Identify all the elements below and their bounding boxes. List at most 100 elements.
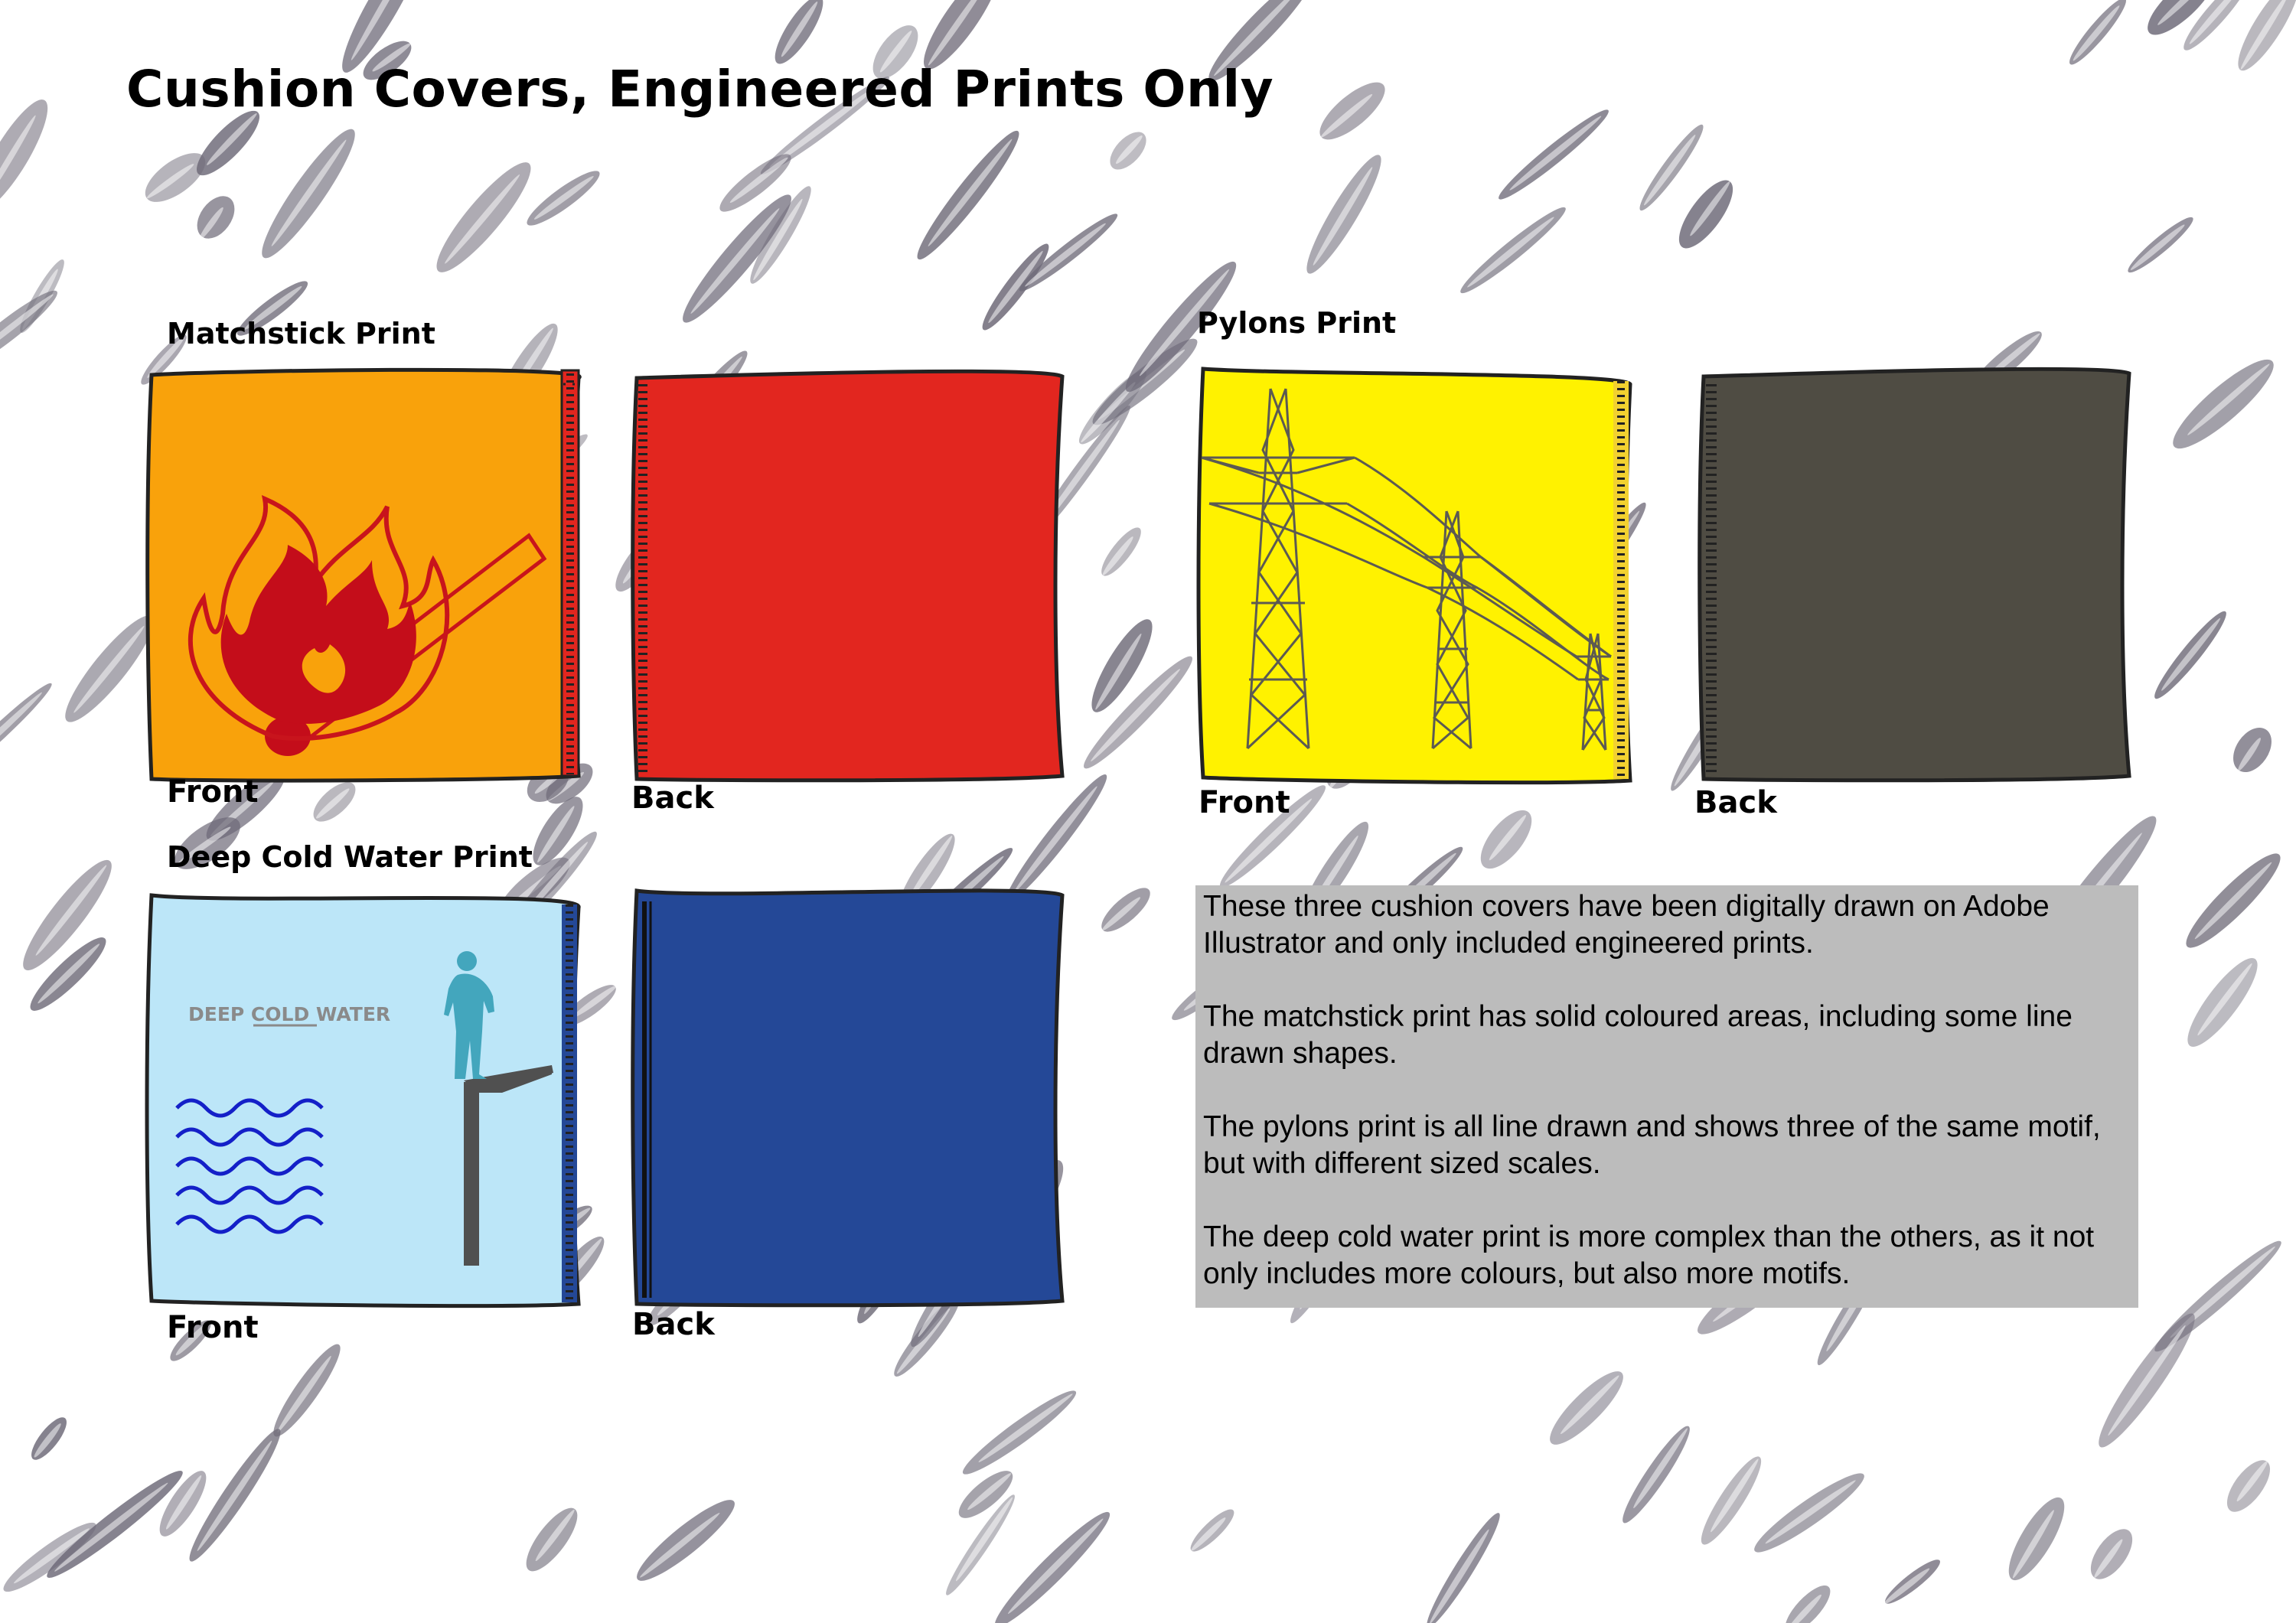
crayon-stroke <box>0 99 48 211</box>
crayon-stroke <box>170 1320 211 1361</box>
crayon-stroke <box>1678 180 1733 249</box>
crayon-stroke <box>1623 1426 1690 1524</box>
crayon-stroke <box>1480 810 1532 869</box>
crayon-stroke <box>2233 727 2272 773</box>
matchstick-print-heading: Matchstick Print <box>167 317 435 350</box>
description-paragraph: The pylons print is all line drawn and s… <box>1203 1110 2101 1180</box>
crayon-stroke <box>946 1494 1015 1595</box>
crayon-stroke <box>1460 207 1566 294</box>
crayon-stroke <box>923 0 1000 70</box>
crayon-stroke <box>683 194 791 323</box>
crayon-stroke <box>958 1471 1013 1518</box>
deep-cold-water-front-label: Front <box>167 1310 259 1345</box>
pylons-front-label: Front <box>1199 785 1290 820</box>
page-title: Cushion Covers, Engineered Prints Only <box>126 60 1274 119</box>
crayon-stroke <box>2008 1497 2065 1581</box>
crayon-stroke <box>2090 1529 2133 1579</box>
crayon-stroke <box>3 1522 96 1592</box>
crayon-stroke <box>1499 109 1609 200</box>
crayon-stroke <box>1125 261 1237 393</box>
matchstick-front-label: Front <box>167 774 259 810</box>
crayon-stroke <box>141 334 187 385</box>
crayon-stroke <box>145 153 206 202</box>
pylons-back-label: Back <box>1694 785 1777 820</box>
description-panel: These three cushion covers have been dig… <box>1195 885 2138 1308</box>
crayon-stroke <box>1208 0 1314 81</box>
crayon-stroke <box>65 615 154 722</box>
crayon-stroke <box>917 130 1019 260</box>
crayon-stroke <box>0 290 57 371</box>
crayon-stroke <box>760 77 890 174</box>
crayon-stroke <box>1101 888 1150 932</box>
crayon-stroke <box>1701 1456 1762 1545</box>
crayon-stroke <box>2186 853 2281 948</box>
pylons-back-cushion <box>1698 367 2131 783</box>
crayon-stroke <box>236 281 308 336</box>
crayon-stroke <box>1319 82 1385 140</box>
crayon-stroke <box>1005 774 1107 903</box>
crayon-stroke <box>2099 1313 2195 1448</box>
crayon-stroke <box>2069 0 2126 65</box>
crayon-stroke <box>533 797 583 865</box>
deep-cold-water-back-label: Back <box>632 1307 715 1342</box>
crayon-stroke <box>1550 1371 1623 1445</box>
crayon-stroke <box>2187 958 2258 1047</box>
standing-person-icon <box>444 951 494 1079</box>
crayon-stroke <box>159 1471 207 1537</box>
crayon-stroke <box>363 41 412 80</box>
crayon-stroke <box>30 937 106 1011</box>
crayon-stroke <box>23 859 112 971</box>
matchstick-front-cushion <box>145 367 582 783</box>
description-paragraph: The matchstick print has solid coloured … <box>1203 1000 2073 1070</box>
crayon-stroke <box>2148 0 2215 35</box>
crayon-stroke <box>342 0 425 73</box>
deep-cold-water-print-heading: Deep Cold Water Print <box>167 840 533 874</box>
crayon-stroke <box>527 171 600 226</box>
crayon-stroke <box>982 243 1049 331</box>
crayon-stroke <box>1019 213 1118 292</box>
crayon-stroke <box>775 0 823 64</box>
crayon-stroke <box>1219 785 1326 888</box>
description-paragraph: These three cushion covers have been dig… <box>1203 890 2050 960</box>
pylons-print-heading: Pylons Print <box>1197 306 1397 340</box>
crayon-stroke <box>526 1507 578 1572</box>
crayon-stroke <box>436 162 531 272</box>
deep-cold-water-motif-text: DEEP COLD WATER <box>188 1003 390 1025</box>
crayon-stroke <box>1091 619 1153 712</box>
deep-cold-water-back-cushion <box>631 888 1065 1308</box>
matchstick-back-label: Back <box>631 781 714 816</box>
crayon-stroke <box>1110 132 1146 170</box>
crayon-stroke <box>1306 155 1381 274</box>
crayon-stroke <box>262 129 355 259</box>
crayon-stroke <box>1754 1473 1864 1553</box>
crayon-stroke <box>1084 656 1192 769</box>
pylon-icon-medium <box>1424 510 1481 750</box>
flame-icon <box>188 494 450 741</box>
crayon-stroke <box>1639 124 1704 211</box>
crayon-stroke <box>872 25 918 79</box>
crayon-stroke <box>313 782 356 822</box>
crayon-stroke <box>2128 217 2193 273</box>
crayon-stroke <box>197 196 235 240</box>
crayon-stroke <box>2238 0 2296 71</box>
waves-icon <box>175 1098 324 1234</box>
crayon-stroke <box>1101 527 1141 576</box>
crayon-stroke <box>719 154 791 212</box>
pylon-icon-small <box>1577 633 1611 751</box>
deep-cold-water-front-cushion: DEEP COLD WATER <box>145 893 581 1309</box>
crayon-stroke <box>962 1390 1077 1475</box>
crayon-stroke <box>1883 1559 1940 1605</box>
crayon-stroke <box>994 1511 1110 1623</box>
diving-board-icon <box>464 1065 553 1266</box>
crayon-stroke <box>750 186 811 284</box>
crayon-stroke <box>1190 1509 1234 1552</box>
crayon-stroke <box>189 1429 281 1562</box>
pylons-front-cushion <box>1196 367 1632 785</box>
crayon-stroke <box>2226 1460 2271 1512</box>
crayon-stroke <box>2154 611 2226 699</box>
description-paragraph: The deep cold water print is more comple… <box>1203 1221 2095 1290</box>
crayon-stroke <box>174 817 240 869</box>
crayon-stroke <box>1427 1513 1500 1623</box>
crayon-stroke <box>47 1471 183 1578</box>
